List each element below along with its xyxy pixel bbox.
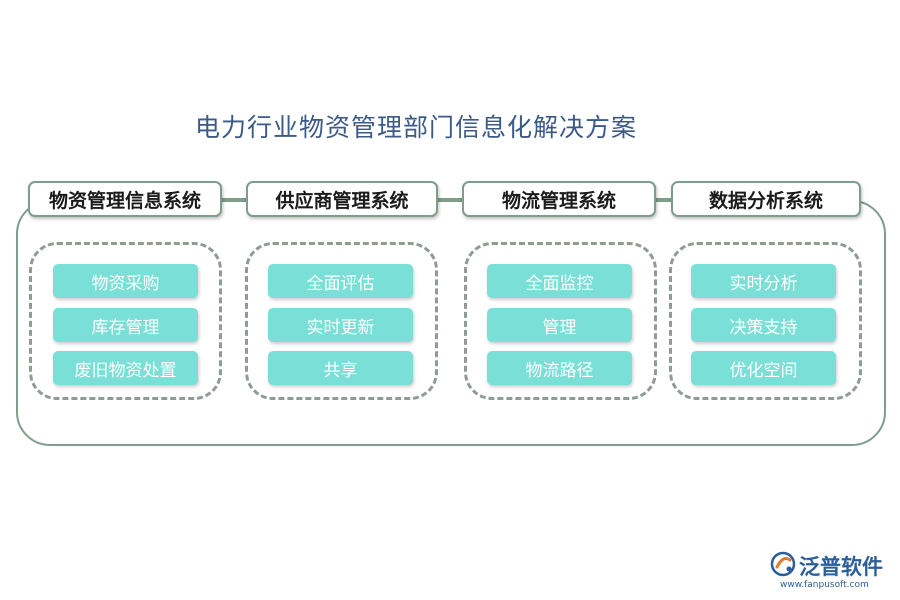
module-item: 全面评估	[268, 264, 413, 298]
module-header-materials: 物资管理信息系统	[28, 181, 222, 217]
module-group-analytics	[669, 242, 862, 400]
brand-logo: 泛普软件	[770, 551, 883, 581]
module-item: 实时更新	[268, 308, 413, 342]
connector-line	[221, 198, 247, 200]
module-item: 库存管理	[53, 308, 198, 342]
page-title: 电力行业物资管理部门信息化解决方案	[195, 113, 638, 142]
module-item: 物流路径	[487, 351, 632, 385]
fanpu-logo-icon	[770, 551, 796, 581]
connector-line	[655, 198, 672, 200]
module-item: 全面监控	[487, 264, 632, 298]
module-item: 共享	[268, 351, 413, 385]
module-item: 管理	[487, 308, 632, 342]
module-item: 决策支持	[691, 308, 836, 342]
module-item: 实时分析	[691, 264, 836, 298]
module-group-materials	[29, 242, 222, 400]
module-group-logistics	[464, 242, 657, 400]
brand-name: 泛普软件	[799, 555, 883, 579]
brand-url: www.fanpusoft.com	[780, 580, 869, 590]
connector-line	[437, 198, 463, 200]
module-group-suppliers	[245, 242, 438, 400]
module-header-suppliers: 供应商管理系统	[246, 181, 438, 217]
module-header-analytics: 数据分析系统	[671, 181, 861, 217]
module-item: 优化空间	[691, 351, 836, 385]
module-header-logistics: 物流管理系统	[462, 181, 656, 217]
module-item: 物资采购	[53, 264, 198, 298]
module-item: 废旧物资处置	[53, 351, 198, 385]
